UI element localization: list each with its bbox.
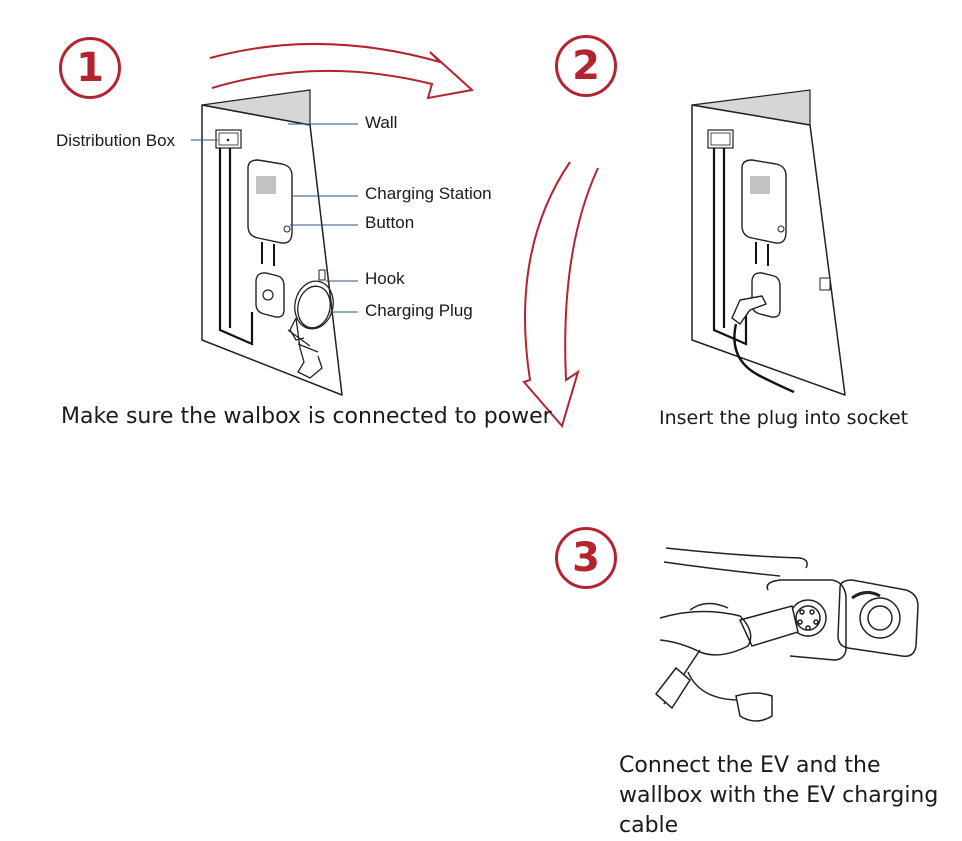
plug-holder-1 bbox=[255, 272, 285, 318]
distribution-box-label: Distribution Box bbox=[56, 131, 176, 150]
plug-in-holder-2 bbox=[731, 272, 795, 394]
car-inlet-illustration bbox=[654, 547, 919, 722]
distribution-box bbox=[215, 129, 242, 149]
installation-diagram bbox=[191, 43, 919, 722]
power-cable-2 bbox=[712, 148, 748, 346]
callout-lines bbox=[191, 123, 358, 313]
button-label: Button bbox=[365, 213, 415, 232]
hook-1 bbox=[318, 269, 326, 281]
charging-plug-label: Charging Plug bbox=[365, 301, 473, 320]
coiled-cable-1 bbox=[287, 280, 334, 379]
arrow-down-icon bbox=[522, 161, 599, 429]
step-2-caption: Insert the plug into socket bbox=[659, 407, 909, 429]
charging-station-label: Charging Station bbox=[365, 184, 492, 203]
step-1-badge: 1 bbox=[59, 37, 121, 99]
arrow-right-icon bbox=[209, 43, 475, 100]
wall-label: Wall bbox=[365, 113, 398, 132]
step-3-badge: 3 bbox=[555, 527, 617, 589]
wall-illustration-1 bbox=[201, 89, 343, 396]
step-2-badge: 2 bbox=[555, 35, 617, 97]
hook-2 bbox=[819, 277, 831, 291]
charging-station-2 bbox=[741, 159, 787, 266]
step-1-caption: Make sure the walbox is connected to pow… bbox=[61, 404, 552, 429]
charging-station-1 bbox=[247, 159, 293, 266]
hook-label: Hook bbox=[365, 269, 405, 288]
step-3-caption: Connect the EV and the wallbox with the … bbox=[619, 753, 939, 838]
power-cable-1 bbox=[218, 148, 254, 346]
distribution-box-2 bbox=[707, 129, 734, 149]
